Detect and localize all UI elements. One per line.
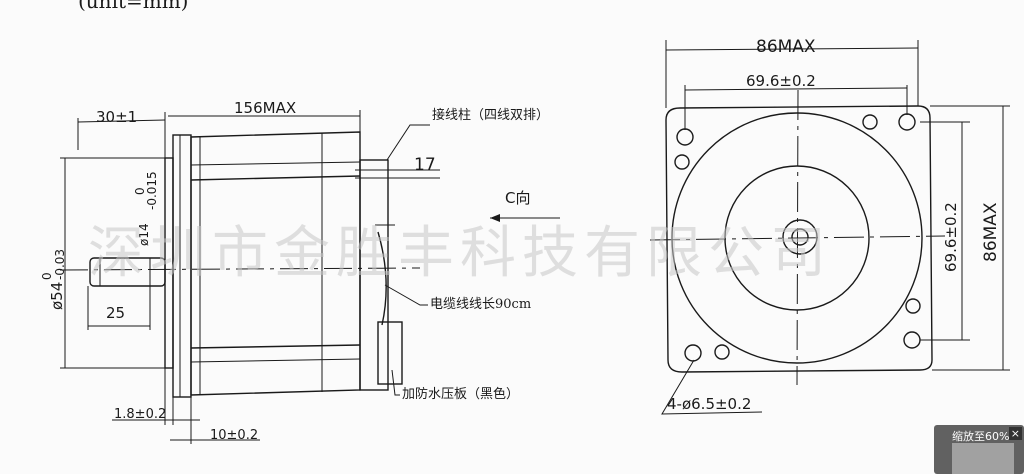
pilot-depth-dim: 1.8±0.2: [114, 407, 166, 422]
plate-label: 加防水压板（黑色）: [402, 386, 519, 402]
width-max-dim: 86MAX: [756, 37, 816, 57]
close-icon[interactable]: ×: [1008, 427, 1022, 440]
shaft-diameter-dim: ø14: [137, 223, 151, 246]
terminal-dim: 17: [414, 155, 436, 175]
holes-dim: 4-ø6.5±0.2: [667, 395, 751, 413]
shaft-tolerance-dim: 0 -0.015: [133, 171, 159, 210]
zoom-thumbnail: [952, 443, 1014, 474]
hole-spacing-h-dim: 69.6±0.2: [746, 72, 816, 90]
front-view: [649, 40, 1010, 415]
unit-label: (unit=mm): [78, 0, 189, 13]
pilot-diameter-dim: ø54 0 -0.03: [40, 249, 67, 310]
svg-text:ø54: ø54: [48, 282, 66, 310]
terminal-label: 接线柱（四线双排）: [432, 107, 549, 123]
svg-text:-0.03: -0.03: [53, 249, 67, 280]
shaft-length-dim: 25: [106, 304, 125, 322]
svg-text:-0.015: -0.015: [145, 171, 159, 210]
svg-text:0: 0: [133, 187, 147, 195]
view-direction-label: C向: [505, 189, 530, 207]
flange-thickness-dim: 10±0.2: [210, 428, 258, 443]
zoom-popup-label: 缩放至60%: [952, 430, 1010, 443]
svg-text:0: 0: [40, 272, 54, 280]
zoom-popup[interactable]: 缩放至60% ×: [934, 425, 1024, 474]
cable-label: 电缆线线长90cm: [430, 296, 531, 312]
side-view: [59, 110, 560, 444]
flange-length-dim: 30±1: [96, 108, 137, 126]
company-watermark: 深圳市金胜丰科技有限公司: [88, 221, 832, 286]
hole-spacing-v-dim: 69.6±0.2: [942, 202, 960, 272]
height-max-dim: 86MAX: [981, 202, 1001, 262]
body-length-dim: 156MAX: [234, 99, 296, 117]
